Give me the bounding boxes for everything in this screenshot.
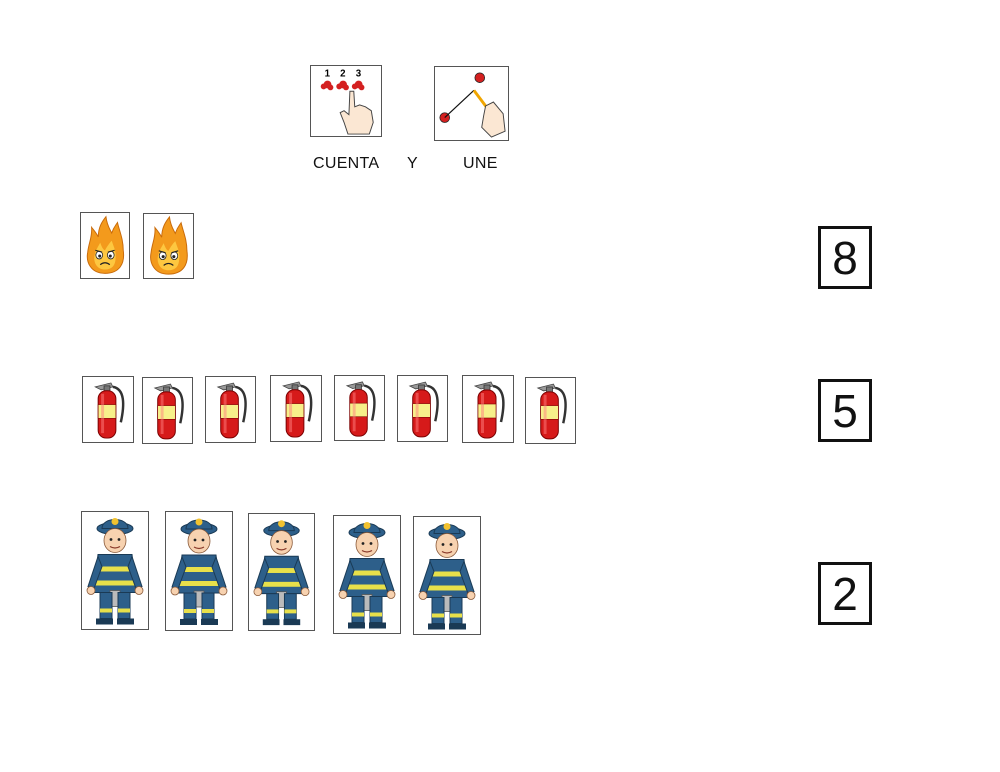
fire-extinguisher-icon — [536, 383, 567, 440]
fire-extinguisher-icon — [153, 383, 184, 440]
extinguisher-card — [397, 375, 448, 442]
fire-icon — [150, 215, 188, 275]
extinguisher-card — [334, 375, 385, 441]
extinguisher-card — [205, 376, 256, 443]
firefighter-icon — [170, 518, 228, 625]
digit-2: 2 — [340, 69, 346, 80]
counting-hand-icon: 1 2 3 — [320, 69, 374, 135]
join-pictogram — [434, 66, 509, 141]
firefighter-icon — [253, 520, 310, 626]
firefighter-icon — [86, 518, 144, 625]
fire-icon — [86, 215, 125, 274]
firefighter-icon — [338, 522, 396, 629]
extinguisher-card — [82, 376, 134, 443]
fire-extinguisher-icon — [408, 381, 439, 438]
firefighter-card — [333, 515, 401, 634]
firefighter-icon — [418, 523, 476, 630]
extinguisher-card — [462, 375, 514, 443]
instruction-join: UNE — [463, 155, 498, 172]
extinguisher-card — [270, 375, 322, 442]
number-box-5[interactable]: 5 — [818, 379, 872, 442]
instruction-count: CUENTA — [313, 155, 380, 172]
number-box-2[interactable]: 2 — [818, 562, 872, 625]
instruction-and: Y — [407, 155, 418, 172]
joining-hand-icon — [439, 72, 506, 138]
firefighter-card — [81, 511, 149, 630]
fire-extinguisher-icon — [345, 381, 376, 437]
fire-extinguisher-icon — [473, 381, 505, 439]
number-box-8[interactable]: 8 — [818, 226, 872, 289]
extinguisher-card — [525, 377, 576, 444]
fire-extinguisher-icon — [94, 382, 125, 439]
digit-3: 3 — [356, 69, 362, 80]
fire-card — [143, 213, 194, 279]
fire-card — [80, 212, 130, 279]
fire-extinguisher-icon — [216, 382, 247, 439]
firefighter-card — [248, 513, 315, 631]
firefighter-card — [413, 516, 481, 635]
firefighter-card — [165, 511, 233, 631]
fire-extinguisher-icon — [282, 381, 313, 438]
count-pictogram: 1 2 3 — [310, 65, 382, 137]
extinguisher-card — [142, 377, 193, 444]
digit-1: 1 — [325, 69, 331, 80]
